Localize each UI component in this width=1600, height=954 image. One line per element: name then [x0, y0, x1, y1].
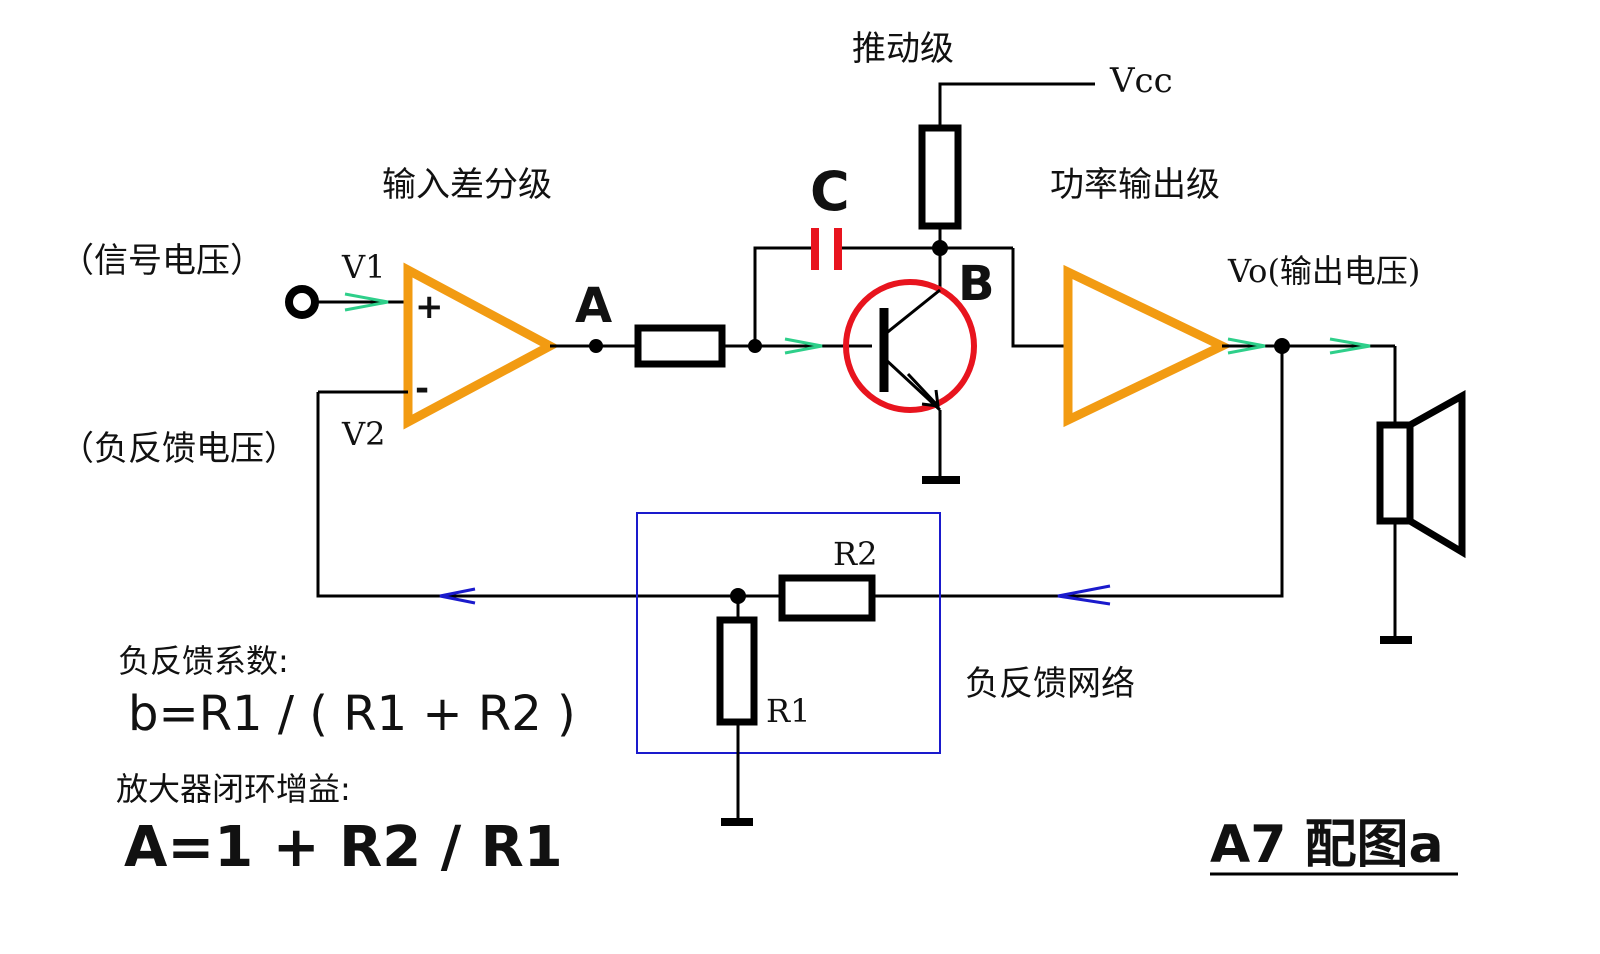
v1-label: V1	[341, 248, 385, 286]
signal-flow-arrow-icon	[784, 337, 823, 355]
input-terminal	[285, 285, 319, 319]
speaker-cone-icon	[1408, 390, 1466, 559]
speaker-coil	[1376, 421, 1414, 525]
feedback-network-box	[636, 512, 941, 754]
driver-stage-label: 推动级	[852, 29, 954, 69]
node-a-label: A	[575, 278, 612, 334]
series-resistor	[634, 324, 726, 368]
feedback-node-dot	[730, 588, 746, 604]
feedback-flow-arrow-icon	[439, 587, 476, 605]
node-a-dot	[589, 339, 603, 353]
gain-label: 放大器闭环增益:	[116, 770, 351, 808]
node-b-dot	[932, 240, 948, 256]
capacitor-wire-left	[753, 246, 812, 346]
capacitor-label: C	[810, 160, 850, 223]
resistor-r2	[778, 574, 876, 622]
minus-input-label: -	[415, 369, 429, 409]
vcc-label: Vcc	[1109, 61, 1173, 101]
power-output-amplifier	[1063, 264, 1233, 428]
collector-resistor	[918, 124, 962, 230]
figure-title: A7 配图a	[1210, 815, 1444, 875]
transistor-collector	[883, 288, 941, 337]
feedback-coef-label: 负反馈系数:	[118, 642, 289, 680]
vcc-wire	[938, 82, 1095, 128]
transistor-emitter	[882, 356, 942, 412]
feedback-voltage-label: （负反馈电压）	[60, 429, 298, 469]
signal-flow-arrow-icon	[1329, 337, 1371, 355]
v2-label: V2	[341, 415, 385, 453]
input-differential-amplifier	[403, 262, 560, 430]
input-stage-label: 输入差分级	[382, 165, 552, 205]
plus-input-label: +	[415, 287, 444, 327]
feedback-flow-arrow-icon	[1057, 584, 1111, 606]
transistor-circle	[843, 279, 977, 413]
r2-label: R2	[833, 535, 877, 573]
output-voltage-label: Vo(输出电压)	[1227, 252, 1420, 290]
feedback-coef-formula: b=R1 / ( R1 + R2 )	[128, 686, 576, 742]
signal-flow-arrow-icon	[1227, 337, 1266, 355]
node-b-label: B	[958, 256, 995, 312]
wire-to-power-amp	[1011, 248, 1068, 348]
resistor-r1	[716, 616, 758, 726]
power-stage-label: 功率输出级	[1050, 165, 1220, 205]
gain-formula: A=1 + R2 / R1	[124, 815, 563, 880]
r1-label: R1	[766, 692, 810, 730]
signal-flow-arrow-icon	[344, 292, 389, 312]
feedback-network-label: 负反馈网络	[965, 664, 1135, 704]
signal-voltage-label: （信号电压）	[60, 241, 264, 281]
emitter-arrow-icon	[906, 372, 940, 408]
